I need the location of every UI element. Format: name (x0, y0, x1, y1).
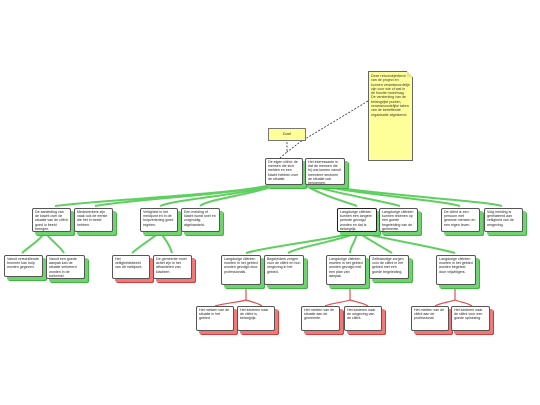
node-text: Het luisteren naar de omgeving van de cl… (347, 308, 376, 321)
node-l2-5[interactable]: Langdurige cliënten kunnen een langere p… (337, 208, 377, 232)
node-text: Langdurige cliënten moeten in het gebied… (329, 257, 363, 278)
node-l3-7[interactable]: Langdurige cliënten moeten in het gebied… (326, 255, 366, 285)
node-text: Langdurige cliënten kunnen rekenen op ee… (382, 210, 414, 231)
node-l2-6[interactable]: Langdurige cliënten kunnen rekenen op ee… (379, 208, 418, 232)
node-text: Een melding of klacht wordt snel en zorg… (184, 210, 216, 227)
node-text: Het interessante is dat de mensen die bi… (308, 160, 341, 185)
node-l4-1[interactable]: Het melden van de situatie in het gebied… (196, 306, 234, 331)
sticky-note: Deze retourobjectieve van de project en … (368, 71, 413, 161)
node-top-left[interactable]: De eigen cliënt: de mensen die zich meld… (265, 158, 303, 185)
node-text: Veiligheid in het meldpunt en in de hulp… (143, 210, 174, 227)
node-l4-2[interactable]: Het luisteren naar de cliënt is belangri… (237, 306, 275, 331)
node-l2-8[interactable]: Volg melding is gerelateerd aan veilighe… (484, 208, 523, 232)
node-text: Begeleiders zorgen voor de cliënt en hun… (267, 257, 301, 274)
node-l3-9[interactable]: Langdurige cliënten moeten in het gebied… (436, 255, 476, 285)
node-text: Vanuit een goede aanpak kan de situatie … (49, 257, 77, 278)
node-l3-8[interactable]: Zelfstandige zorgen voor de cliënt in he… (369, 255, 409, 279)
node-l3-5[interactable]: Langdurige cliënten moeten in het gebied… (221, 255, 261, 285)
node-text: Het melden van de cliënt aan de professi… (414, 308, 445, 321)
node-l3-1[interactable]: Vanuit verschillende bronnen kan hulp wo… (4, 255, 43, 277)
node-text: Volg melding is gerelateerd aan veilighe… (487, 210, 514, 227)
node-l3-3[interactable]: Het veiligheidsbeeld van dit meldpunt. (112, 255, 150, 279)
node-l3-2[interactable]: Vanuit een goede aanpak kan de situatie … (46, 255, 85, 279)
node-l2-4[interactable]: Een melding of klacht wordt snel en zorg… (181, 208, 220, 232)
node-l3-6[interactable]: Begeleiders zorgen voor de cliënt en hun… (264, 255, 304, 285)
node-text: Het melden van de situatie in het gebied… (199, 308, 230, 321)
node-l2-3[interactable]: Veiligheid in het meldpunt en in de hulp… (140, 208, 178, 232)
note-text: Deze retourobjectieve van de project en … (371, 74, 410, 117)
node-l4-3[interactable]: Het melden van de situatie aan de gemeen… (301, 306, 340, 331)
node-text: De gemeente moet actief zijn in het afha… (156, 257, 187, 274)
node-text: Langdurige cliënten kunnen een langere p… (340, 210, 372, 231)
goal-label: Doel (268, 128, 306, 141)
node-text: Het luisteren naar de cliënt voor een go… (454, 308, 483, 321)
node-text: De aanleiding van de klacht over de situ… (35, 210, 68, 231)
node-text: Langdurige cliënten moeten in het gebied… (439, 257, 473, 274)
node-text: Vanuit verschillende bronnen kan hulp wo… (7, 257, 39, 270)
node-text: Zelfstandige zorgen voor de cliënt in he… (372, 257, 404, 274)
note-fold (407, 71, 413, 77)
node-text: De cliënt is een persoon met gewone mens… (444, 210, 476, 227)
node-text: Medewerkers zijn vaak ook de eerste die … (77, 210, 108, 227)
node-l4-6[interactable]: Het luisteren naar de cliënt voor een go… (451, 306, 490, 331)
node-l2-2[interactable]: Medewerkers zijn vaak ook de eerste die … (74, 208, 113, 232)
node-text: De eigen cliënt: de mensen die zich meld… (268, 160, 299, 181)
node-l4-5[interactable]: Het melden van de cliënt aan de professi… (411, 306, 449, 331)
dashed-connector (286, 100, 369, 153)
node-text: Het melden van de situatie aan de gemeen… (304, 308, 335, 321)
node-text: Het veiligheidsbeeld van dit meldpunt. (115, 257, 143, 270)
dashed-connector (279, 142, 288, 159)
goal-label-text: Doel (282, 131, 292, 136)
node-l4-4[interactable]: Het luisteren naar de omgeving van de cl… (344, 306, 382, 331)
node-l2-1[interactable]: De aanleiding van de klacht over de situ… (32, 208, 71, 232)
node-l3-4[interactable]: De gemeente moet actief zijn in het afha… (153, 255, 192, 279)
node-text: Langdurige cliënten moeten in het gebied… (224, 257, 258, 274)
node-l2-7[interactable]: De cliënt is een persoon met gewone mens… (441, 208, 480, 232)
node-text: Het luisteren naar de cliënt is belangri… (240, 308, 269, 321)
node-top-right[interactable]: Het interessante is dat de mensen die bi… (305, 158, 345, 185)
